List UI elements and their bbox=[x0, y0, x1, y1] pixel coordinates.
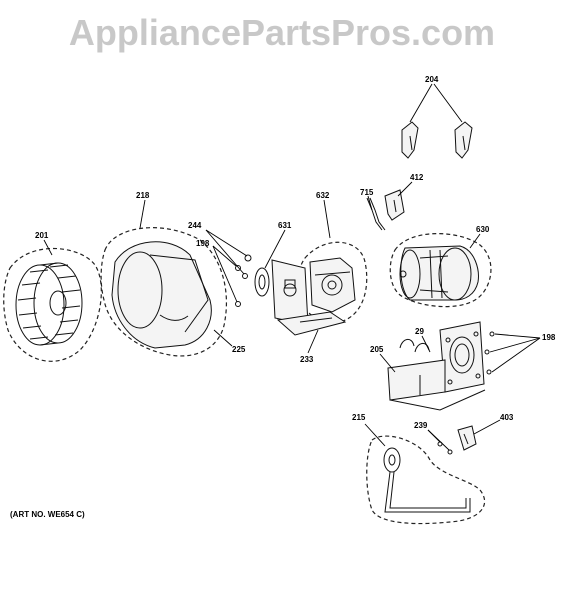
screws-244[interactable] bbox=[235, 254, 252, 307]
callout-244: 244 bbox=[188, 221, 202, 230]
callout-631: 631 bbox=[278, 221, 292, 230]
callout-239: 239 bbox=[414, 421, 428, 430]
idler-bracket-233[interactable] bbox=[276, 311, 347, 336]
motor-clips-204[interactable] bbox=[401, 121, 473, 159]
watermark: AppliancePartsPros.com bbox=[68, 12, 496, 53]
screw-icon bbox=[484, 349, 490, 355]
callout-198-right: 198 bbox=[542, 333, 556, 342]
harness-715[interactable] bbox=[366, 197, 386, 231]
callout-215: 215 bbox=[352, 413, 366, 422]
screw-icon bbox=[489, 331, 495, 337]
callout-403: 403 bbox=[500, 413, 514, 422]
callout-630: 630 bbox=[476, 225, 490, 234]
callout-632: 632 bbox=[316, 191, 330, 200]
callout-29: 29 bbox=[415, 327, 424, 336]
blower-wheel-201[interactable] bbox=[3, 247, 102, 362]
callout-715: 715 bbox=[360, 188, 374, 197]
callout-204: 204 bbox=[425, 75, 439, 84]
motor-mount-29[interactable] bbox=[439, 321, 485, 393]
screw-icon bbox=[486, 369, 492, 375]
callout-201: 201 bbox=[35, 231, 49, 240]
screws-239[interactable] bbox=[437, 441, 453, 455]
base-bracket-205[interactable] bbox=[387, 339, 486, 411]
callout-218: 218 bbox=[136, 191, 150, 200]
callout-198-left: 198 bbox=[196, 239, 210, 248]
switch-412[interactable] bbox=[384, 189, 405, 221]
art-number: (ART NO. WE654 C) bbox=[10, 510, 85, 519]
switch-assembly-403[interactable] bbox=[457, 425, 477, 451]
callout-233: 233 bbox=[300, 355, 314, 364]
blower-housing-218[interactable] bbox=[100, 227, 228, 357]
pulley-belt-215[interactable] bbox=[366, 435, 486, 525]
callout-412: 412 bbox=[410, 173, 424, 182]
callout-225: 225 bbox=[232, 345, 246, 354]
gasket-631[interactable] bbox=[254, 267, 270, 297]
drive-motor-630[interactable] bbox=[389, 233, 492, 308]
idler-assembly-632[interactable] bbox=[271, 241, 368, 326]
callout-205: 205 bbox=[370, 345, 384, 354]
